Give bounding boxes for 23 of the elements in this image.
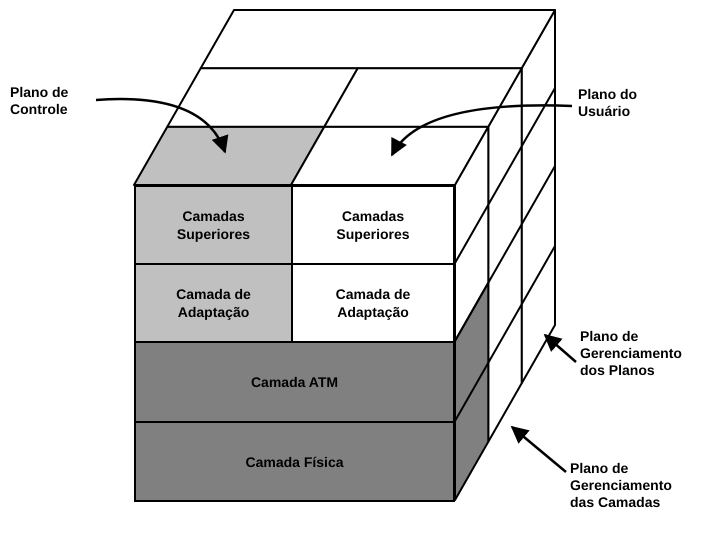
top-face: [200, 9, 556, 70]
layer-name: Camada de Adaptação: [175, 285, 252, 321]
layer-name: Camadas Superiores: [335, 207, 411, 243]
leader-arrow: [390, 104, 572, 156]
leader-arrow: [510, 426, 567, 473]
top-face: [166, 67, 359, 128]
layer-box: [134, 263, 293, 343]
top-face: [323, 67, 523, 128]
top-face: [133, 126, 326, 186]
leader-arrow: [96, 98, 228, 154]
layer-box: [134, 185, 293, 265]
layer-name: Camada ATM: [250, 373, 338, 391]
layer-name: Camada Física: [245, 452, 344, 470]
side-face: [454, 282, 490, 501]
leader-arrow: [544, 334, 577, 363]
plane-label: Plano de Gerenciamento das Camadas: [570, 460, 688, 511]
layer-box: [291, 185, 455, 265]
layer-name: Camadas Superiores: [176, 207, 252, 243]
top-face: [290, 126, 490, 186]
plane-label: Plano de Controle: [10, 84, 100, 118]
plane-label: Plano de Gerenciamento dos Planos: [580, 328, 698, 379]
plane-label: Plano do Usuário: [578, 86, 688, 120]
layer-name: Camada de Adaptação: [334, 285, 412, 321]
